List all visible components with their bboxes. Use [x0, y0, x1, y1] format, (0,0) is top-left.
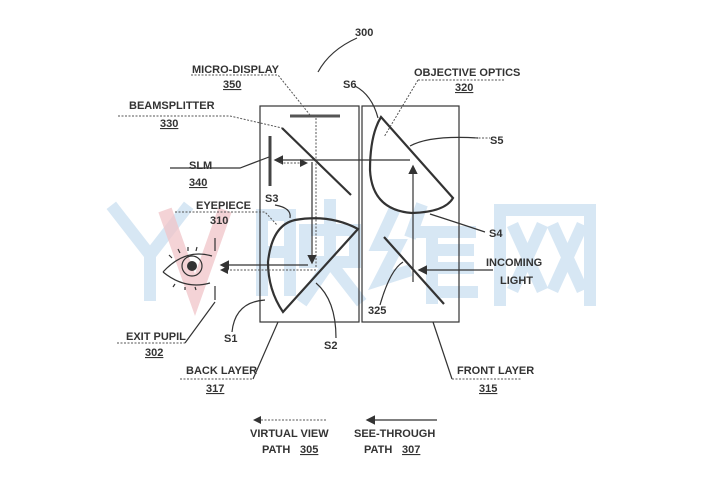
eyepiece-label: EYEPIECE [196, 200, 251, 212]
back-layer-box [259, 105, 360, 323]
eyepiece-prism [266, 217, 360, 314]
leader-lines [117, 74, 522, 380]
micro-display-ref: 350 [223, 79, 241, 91]
objective-optics-prism [368, 115, 455, 215]
incoming-light-label-1: INCOMING [486, 257, 542, 269]
front-layer-label: FRONT LAYER [457, 365, 534, 377]
s3-label: S3 [265, 193, 278, 205]
front-beamsplitter-ref: 325 [368, 305, 386, 317]
back-layer-ref: 317 [206, 383, 224, 395]
objective-optics-label: OBJECTIVE OPTICS [414, 67, 520, 79]
eyepiece-ref: 310 [210, 215, 228, 227]
slm-ref: 340 [189, 177, 207, 189]
s4-label: S4 [489, 228, 503, 240]
s1-label: S1 [224, 333, 237, 345]
see-through-ref: 307 [402, 444, 420, 456]
micro-display-label: MICRO-DISPLAY [192, 64, 280, 76]
front-layer-ref: 315 [479, 383, 497, 395]
front-beamsplitter [383, 236, 445, 305]
watermark-logo [106, 199, 596, 317]
s6-label: S6 [343, 79, 356, 91]
front-layer-box [361, 105, 460, 323]
slm-label: SLM [189, 160, 212, 172]
virtual-view-label-1: VIRTUAL VIEW [250, 428, 329, 440]
s2-label: S2 [324, 340, 337, 352]
s5-label: S5 [490, 135, 503, 147]
virtual-view-label-2: PATH [262, 444, 290, 456]
exit-pupil-label: EXIT PUPIL [126, 331, 186, 343]
legend: VIRTUAL VIEW PATH 305 SEE-THROUGH PATH 3… [250, 415, 437, 456]
see-through-label-1: SEE-THROUGH [354, 428, 435, 440]
see-through-label-2: PATH [364, 444, 392, 456]
exit-pupil-ref: 302 [145, 347, 163, 359]
figure-leader [317, 37, 358, 73]
figure-number: 300 [355, 27, 373, 39]
incoming-light-label-2: LIGHT [500, 275, 533, 287]
back-layer-label: BACK LAYER [186, 365, 257, 377]
virtual-view-ref: 305 [300, 444, 318, 456]
objective-optics-ref: 320 [455, 82, 473, 94]
eye-icon [162, 246, 213, 291]
beamsplitter-label: BEAMSPLITTER [129, 100, 215, 112]
beamsplitter-ref: 330 [160, 118, 178, 130]
